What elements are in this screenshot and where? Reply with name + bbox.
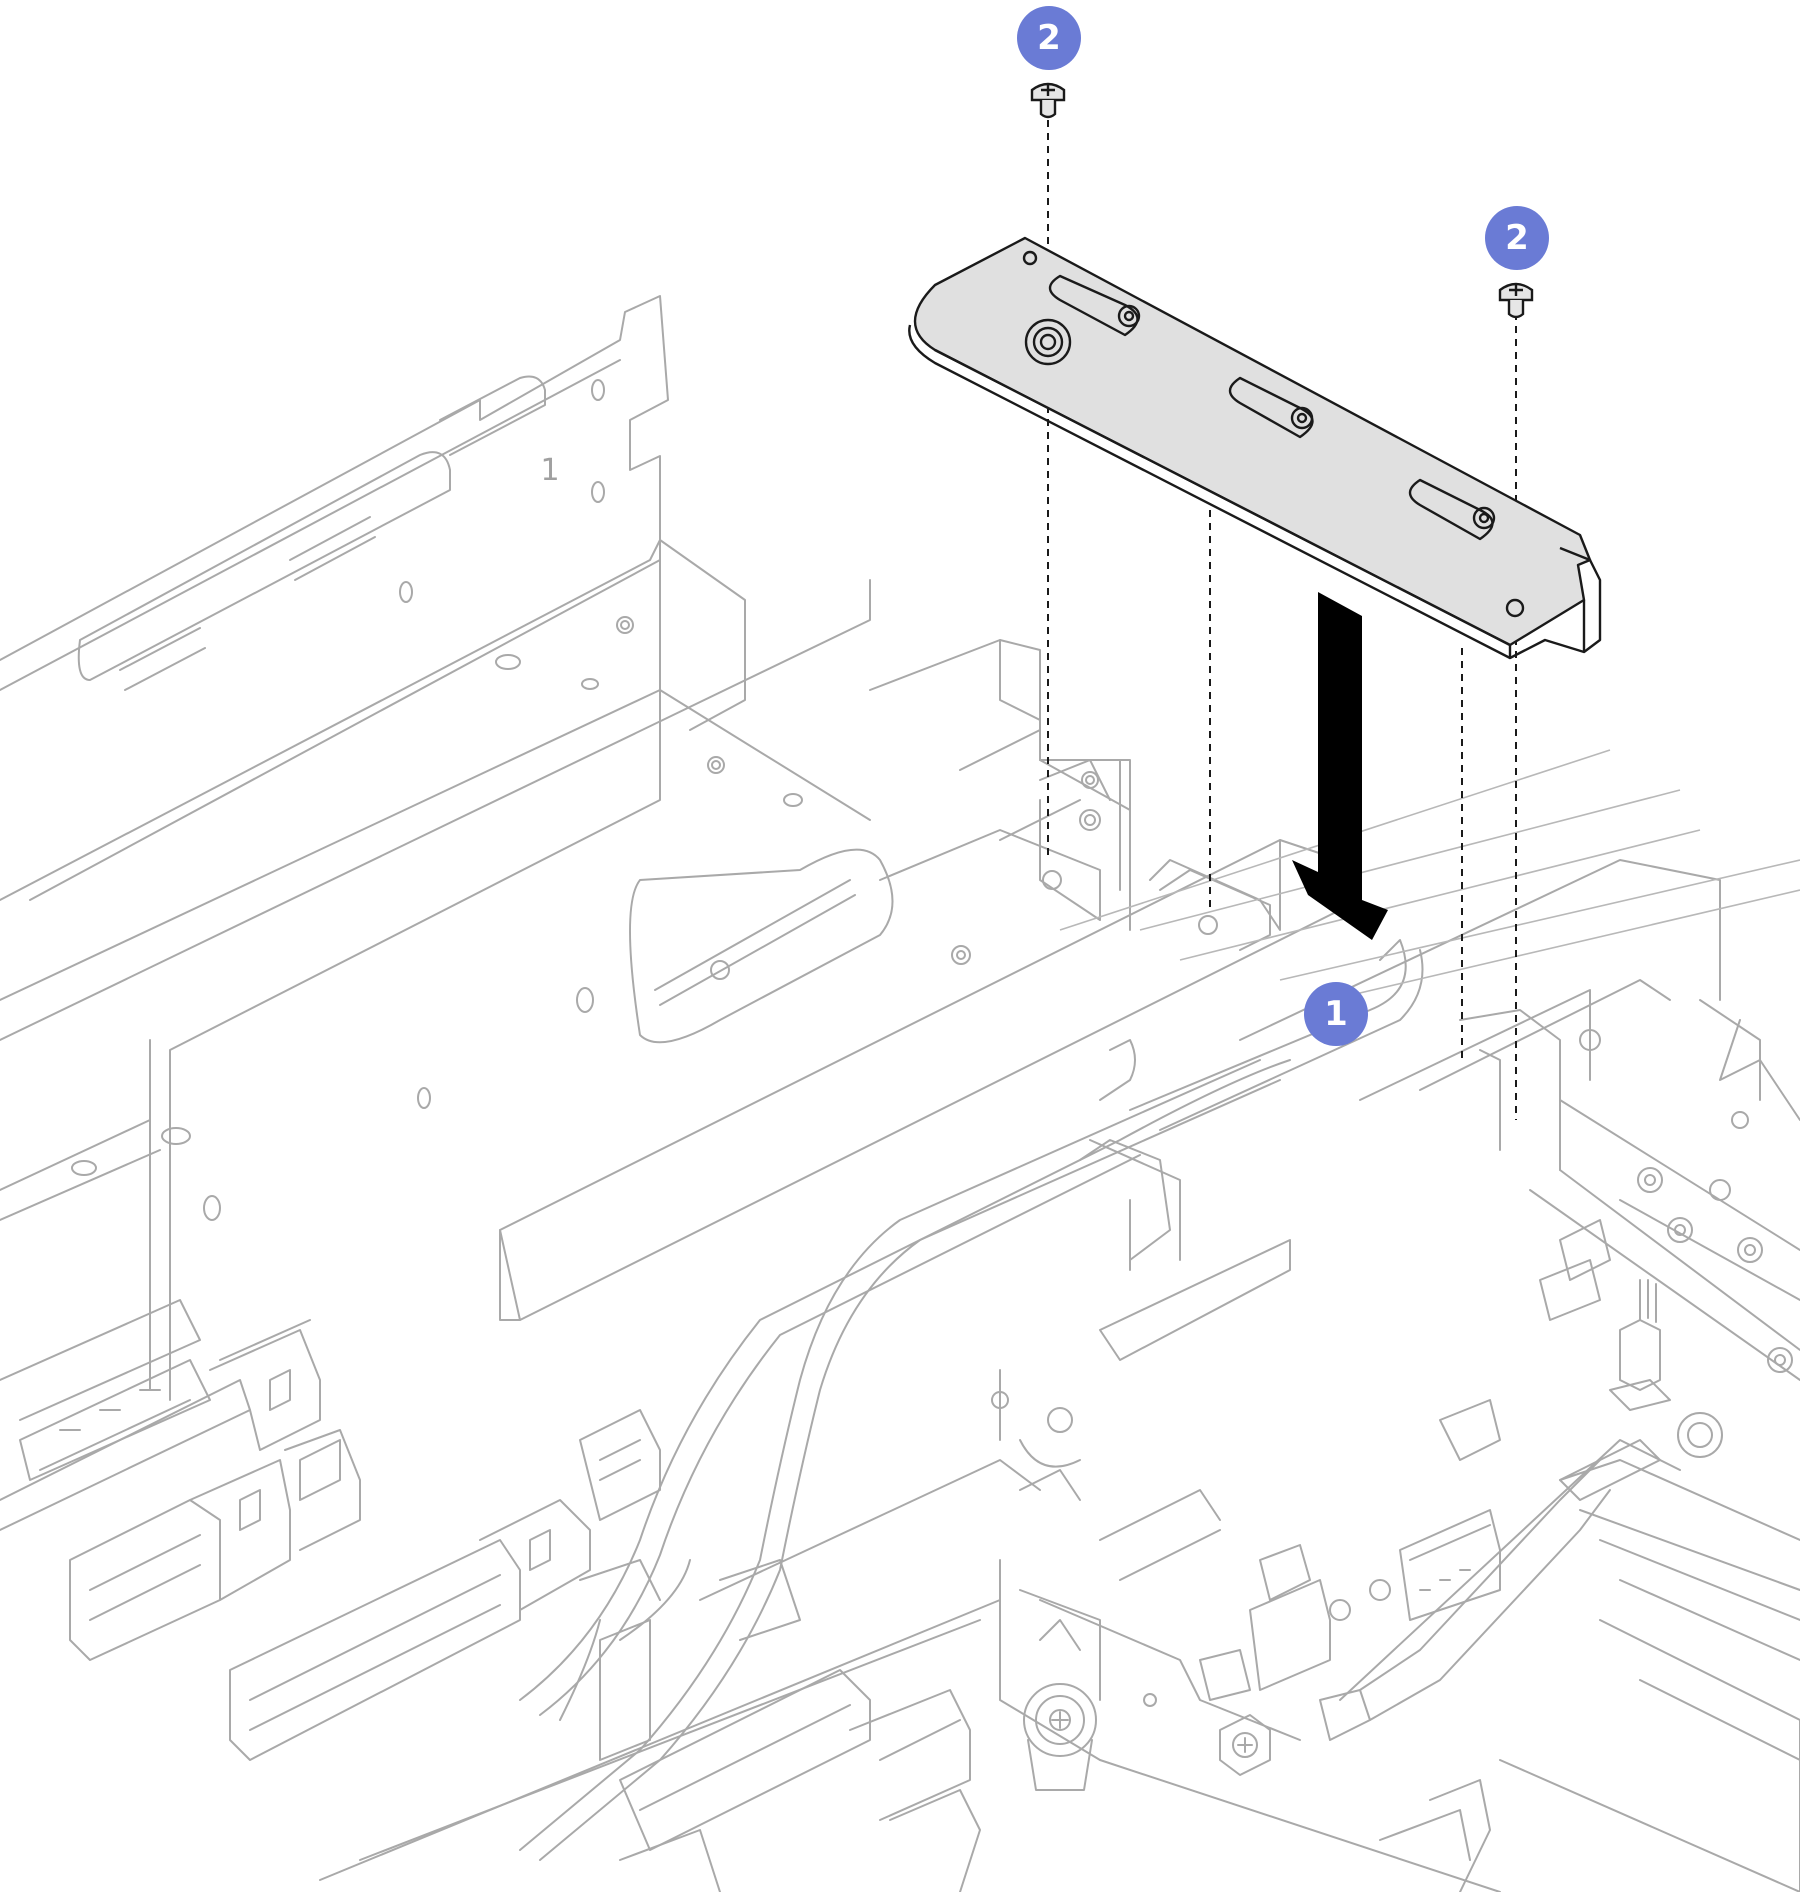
right-rail <box>1239 859 1800 1381</box>
screw-icon <box>1498 282 1534 319</box>
center-rail <box>499 639 1341 1321</box>
keyhole-slot <box>1048 274 1141 337</box>
bay-number-engraving: 1 <box>540 453 559 488</box>
down-arrow-icon <box>1292 592 1388 940</box>
cooling-tubes <box>519 939 1424 1861</box>
motherboard-area <box>0 1219 1800 1892</box>
screw-icon <box>1030 82 1066 119</box>
keyhole-slot <box>1408 478 1496 541</box>
svg-text:2: 2 <box>1505 218 1529 258</box>
guide-lines <box>1047 120 1517 1120</box>
callout-2-top: 2 <box>1017 6 1081 70</box>
callout-2-right: 2 <box>1485 206 1549 270</box>
callout-1: 1 <box>1304 982 1368 1046</box>
bracket <box>908 236 1602 660</box>
drive-cage: 1 <box>0 295 894 1401</box>
svg-text:2: 2 <box>1037 18 1061 58</box>
background-rails <box>1059 749 1800 1001</box>
keyhole-slot <box>1228 376 1314 439</box>
svg-text:1: 1 <box>1324 994 1348 1034</box>
